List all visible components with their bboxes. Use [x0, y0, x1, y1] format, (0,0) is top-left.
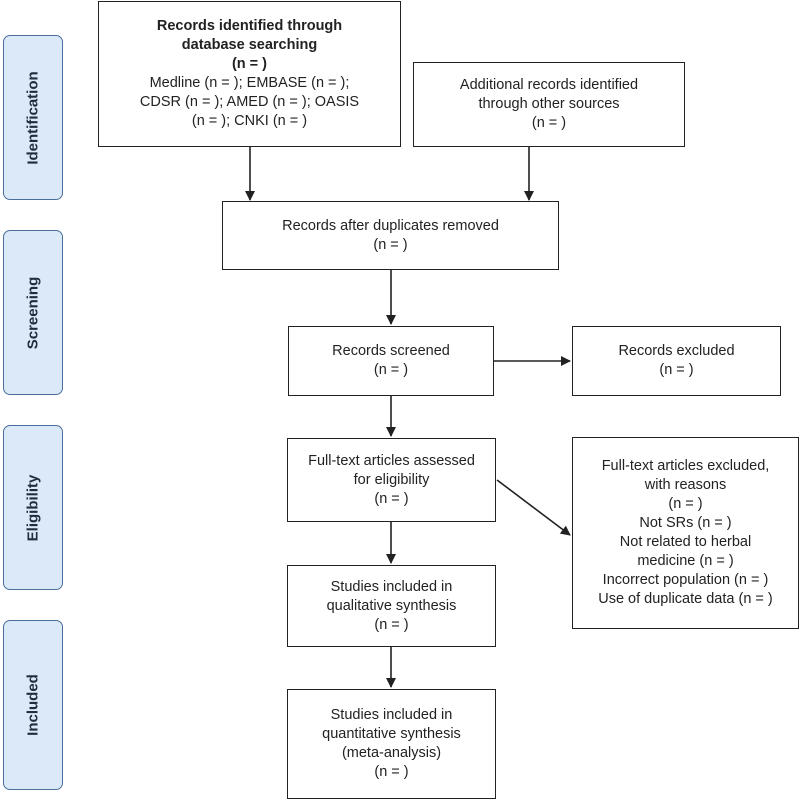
- fulltext-assessed-count: (n = ): [374, 490, 409, 507]
- duplicates-removed-count: (n = ): [373, 236, 408, 253]
- fulltext-excluded-reason3: medicine (n = ): [637, 553, 734, 569]
- box-records-screened: Records screened (n = ): [288, 326, 494, 396]
- fulltext-excluded-reason5: Use of duplicate data (n = ): [598, 591, 773, 607]
- database-line1: Medline (n = ); EMBASE (n = );: [149, 75, 350, 91]
- box-qualitative-synthesis: Studies included in qualitative synthesi…: [287, 565, 496, 647]
- fulltext-excluded-line2: with reasons: [644, 477, 727, 493]
- quantitative-line3: (meta-analysis): [341, 745, 442, 761]
- database-title-line1: Records identified through: [156, 18, 343, 34]
- box-fulltext-excluded: Full-text articles excluded, with reason…: [572, 437, 799, 629]
- database-line3: (n = ); CNKI (n = ): [191, 113, 308, 129]
- other-sources-count: (n = ): [531, 115, 567, 131]
- excluded-line1: Records excluded: [618, 343, 735, 359]
- other-sources-line1: Additional records identified: [459, 77, 639, 93]
- box-other-sources: Additional records identified through ot…: [413, 62, 685, 147]
- box-quantitative-synthesis: Studies included in quantitative synthes…: [287, 689, 496, 799]
- fulltext-excluded-reason4: Incorrect population (n = ): [602, 572, 769, 588]
- quantitative-line1: Studies included in: [330, 707, 453, 723]
- phase-identification: Identification: [3, 35, 63, 200]
- fulltext-excluded-line1: Full-text articles excluded,: [601, 458, 770, 474]
- other-sources-line2: through other sources: [478, 96, 620, 112]
- box-records-excluded: Records excluded (n = ): [572, 326, 781, 396]
- excluded-count: (n = ): [659, 362, 694, 378]
- quantitative-line2: quantitative synthesis: [322, 726, 461, 742]
- phase-included: Included: [3, 620, 63, 790]
- fulltext-excluded-reason2: Not related to herbal: [619, 534, 752, 550]
- box-duplicates-removed: Records after duplicates removed (n = ): [222, 201, 559, 270]
- fulltext-assessed-line2: for eligibility: [353, 471, 430, 488]
- fulltext-excluded-reason1: Not SRs (n = ): [639, 515, 732, 531]
- fulltext-assessed-line1: Full-text articles assessed: [308, 452, 475, 469]
- screened-count: (n = ): [373, 362, 409, 378]
- screened-line1: Records screened: [332, 343, 450, 359]
- phase-screening: Screening: [3, 230, 63, 395]
- qualitative-line2: qualitative synthesis: [326, 597, 457, 614]
- database-line2: CDSR (n = ); AMED (n = ); OASIS: [139, 94, 360, 110]
- qualitative-line1: Studies included in: [330, 578, 453, 595]
- box-database-searching: Records identified through database sear…: [98, 1, 401, 147]
- qualitative-count: (n = ): [374, 616, 409, 633]
- fulltext-excluded-count: (n = ): [668, 496, 703, 512]
- quantitative-count: (n = ): [374, 764, 409, 780]
- database-title-line2: database searching: [181, 37, 318, 53]
- arrow-fulltext-to-excluded: [496, 479, 571, 536]
- duplicates-removed-line1: Records after duplicates removed: [282, 217, 499, 234]
- database-count: (n = ): [231, 56, 268, 72]
- phase-eligibility: Eligibility: [3, 425, 63, 590]
- box-fulltext-assessed: Full-text articles assessed for eligibil…: [287, 438, 496, 522]
